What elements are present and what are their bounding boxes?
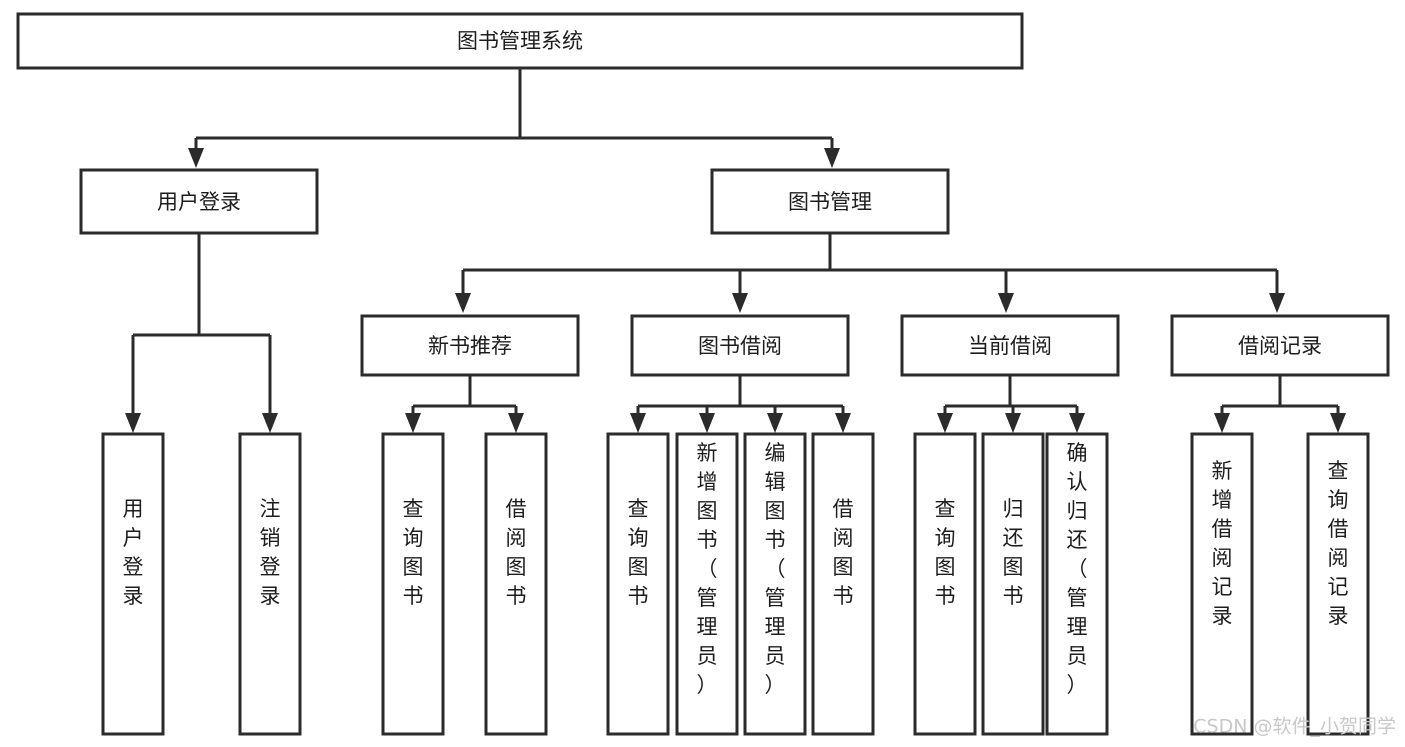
arrow-to-leaf-add-record <box>1214 413 1230 433</box>
arrow-to-leaf-borrow-book-1 <box>508 413 524 433</box>
leaf-borrow-book-2-box[interactable] <box>811 432 875 736</box>
leaf-add-record-label: 新增借阅记录 <box>1212 459 1233 628</box>
leaf-add-book-label: 新增图书（管理员） <box>697 441 718 697</box>
leaf-query-book-1[interactable]: 查询图书 <box>381 432 445 736</box>
leaf-add-book-box[interactable] <box>675 432 739 736</box>
connector-borrow-record-to-leaves <box>1214 375 1346 433</box>
leaf-user-login-box[interactable] <box>101 432 165 736</box>
node-borrow-record-label: 借阅记录 <box>1238 334 1322 358</box>
leaf-borrow-book-2[interactable]: 借阅图书 <box>811 432 875 736</box>
leaf-borrow-book-1-box[interactable] <box>484 432 548 736</box>
arrow-to-leaf-query-record <box>1330 413 1346 433</box>
leaf-query-book-2[interactable]: 查询图书 <box>606 432 670 736</box>
connector-root-to-level2 <box>188 68 840 168</box>
node-new-book-recommend[interactable]: 新书推荐 <box>360 314 580 377</box>
node-user-login[interactable]: 用户登录 <box>79 168 319 235</box>
arrow-to-leaf-query-book-2 <box>630 413 646 433</box>
arrow-to-leaf-logout <box>262 413 278 433</box>
leaf-logout-box[interactable] <box>238 432 302 736</box>
node-borrow-record[interactable]: 借阅记录 <box>1170 314 1390 377</box>
leaf-query-book-1-box[interactable] <box>381 432 445 736</box>
leaf-query-book-2-box[interactable] <box>606 432 670 736</box>
leaf-user-login-label: 用户登录 <box>123 497 144 608</box>
leaf-query-record-label: 查询借阅记录 <box>1328 459 1349 628</box>
leaf-confirm-return-label: 确认归还（管理员） <box>1067 441 1088 697</box>
leaf-return-book-label: 归还图书 <box>1003 497 1024 608</box>
arrow-to-book-borrow <box>732 293 748 313</box>
leaf-edit-book-label: 编辑图书（管理员） <box>765 441 786 697</box>
leaf-query-book-2-label: 查询图书 <box>628 497 649 608</box>
leaf-query-book-3[interactable]: 查询图书 <box>913 432 977 736</box>
arrow-to-leaf-query-book-1 <box>405 413 421 433</box>
csdn-watermark: CSDN @软件_小贺同学 <box>1193 716 1396 738</box>
leaf-borrow-book-2-label: 借阅图书 <box>833 497 854 608</box>
arrow-to-new-book-recommend <box>455 293 471 313</box>
leaf-return-book-box[interactable] <box>981 432 1045 736</box>
leaf-confirm-return[interactable]: 确认归还（管理员） <box>1045 432 1109 736</box>
arrow-to-leaf-query-book-3 <box>937 413 953 433</box>
arrow-to-leaf-borrow-book-2 <box>835 413 851 433</box>
arrow-to-borrow-record <box>1269 293 1285 313</box>
node-root-box[interactable] <box>16 12 1024 70</box>
leaf-add-book[interactable]: 新增图书（管理员） <box>675 432 739 736</box>
leaf-borrow-book-1[interactable]: 借阅图书 <box>484 432 548 736</box>
leaf-query-book-1-label: 查询图书 <box>403 497 424 608</box>
leaf-logout-label: 注销登录 <box>260 497 281 608</box>
leaf-query-record[interactable]: 查询借阅记录 <box>1306 432 1370 736</box>
node-book-borrow-label: 图书借阅 <box>698 334 782 358</box>
node-book-borrow[interactable]: 图书借阅 <box>630 314 850 377</box>
arrow-to-leaf-add-book <box>699 413 715 433</box>
node-new-book-recommend-box[interactable] <box>360 314 580 377</box>
leaf-query-book-3-label: 查询图书 <box>935 497 956 608</box>
leaf-query-book-3-box[interactable] <box>913 432 977 736</box>
node-root[interactable]: 图书管理系统 <box>16 12 1024 70</box>
arrow-to-leaf-edit-book <box>767 413 783 433</box>
node-user-login-box[interactable] <box>79 168 319 235</box>
node-user-login-label: 用户登录 <box>157 190 241 214</box>
arrow-to-user-login <box>188 148 204 168</box>
connector-new-book-recommend-to-leaves <box>405 375 524 433</box>
node-root-label: 图书管理系统 <box>457 29 583 53</box>
connector-book-manage-to-level3 <box>455 233 1285 313</box>
connector-current-borrow-to-leaves <box>937 375 1085 433</box>
leaf-confirm-return-box[interactable] <box>1045 432 1109 736</box>
leaf-query-record-box[interactable] <box>1306 432 1370 736</box>
node-book-manage[interactable]: 图书管理 <box>710 168 950 235</box>
arrow-to-leaf-return-book <box>1005 413 1021 433</box>
node-current-borrow[interactable]: 当前借阅 <box>900 314 1120 377</box>
arrow-to-leaf-user-login <box>125 413 141 433</box>
leaf-edit-book-box[interactable] <box>743 432 807 736</box>
leaf-logout[interactable]: 注销登录 <box>238 432 302 736</box>
leaf-add-record-box[interactable] <box>1190 432 1254 736</box>
leaf-user-login[interactable]: 用户登录 <box>101 432 165 736</box>
node-book-manage-label: 图书管理 <box>788 190 872 214</box>
node-new-book-recommend-label: 新书推荐 <box>428 334 512 358</box>
connector-user-login-to-leaves <box>125 233 278 433</box>
node-current-borrow-label: 当前借阅 <box>968 334 1052 358</box>
node-current-borrow-box[interactable] <box>900 314 1120 377</box>
leaf-borrow-book-1-label: 借阅图书 <box>506 497 527 608</box>
leaf-return-book[interactable]: 归还图书 <box>981 432 1045 736</box>
arrow-to-leaf-confirm-return <box>1069 413 1085 433</box>
arrow-to-book-manage <box>824 148 840 168</box>
leaf-add-record[interactable]: 新增借阅记录 <box>1190 432 1254 736</box>
leaf-edit-book[interactable]: 编辑图书（管理员） <box>743 432 807 736</box>
connector-book-borrow-to-leaves <box>630 375 851 433</box>
arrow-to-current-borrow <box>998 293 1014 313</box>
